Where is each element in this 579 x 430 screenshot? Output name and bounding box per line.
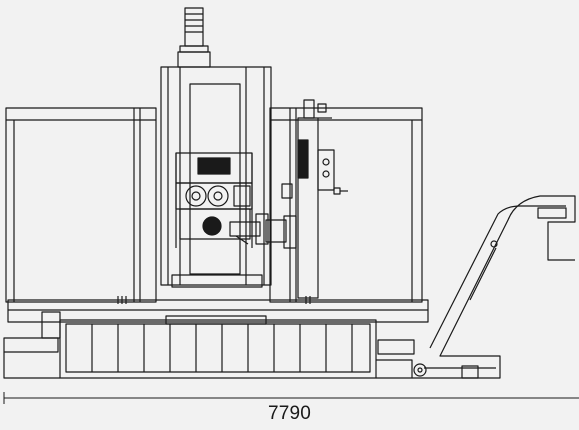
tool-changer	[281, 99, 348, 299]
floor-skid	[3, 352, 413, 379]
left-guard-frame	[5, 107, 157, 303]
spindle-motor	[177, 7, 211, 68]
overall-length-dimension-line	[3, 392, 579, 404]
ram-arm	[229, 213, 297, 249]
chip-tray	[59, 319, 377, 379]
chip-conveyor	[412, 195, 576, 379]
right-guard-frame	[269, 107, 423, 303]
headstock	[175, 152, 253, 248]
overall-length-dimension-label: 7790	[267, 403, 312, 424]
machine-base	[3, 296, 429, 355]
machine-column	[160, 66, 272, 288]
